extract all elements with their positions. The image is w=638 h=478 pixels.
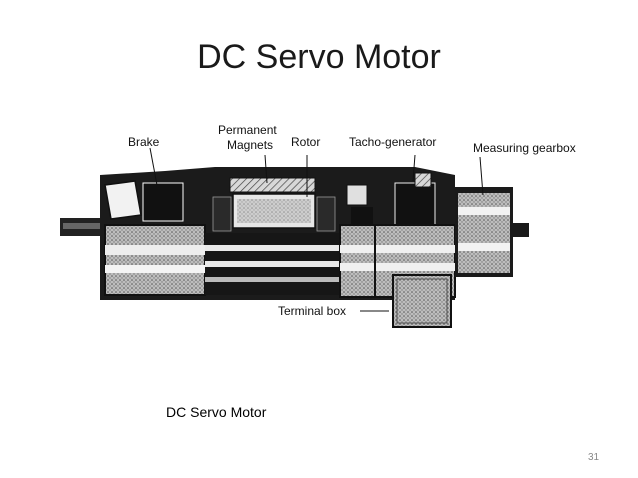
- label-tacho: Tacho-generator: [349, 135, 436, 149]
- page-number: 31: [588, 452, 600, 463]
- label-magnets: Magnets: [227, 138, 273, 152]
- permanent-magnets: [229, 177, 316, 193]
- label-brake: Brake: [128, 135, 160, 149]
- terminal-box: [392, 274, 452, 328]
- motor-diagram: Brake Permanent Magnets Rotor Tacho-gene…: [60, 123, 576, 328]
- slide-title: DC Servo Motor: [197, 38, 441, 76]
- label-permanent: Permanent: [218, 123, 277, 137]
- brake-block: [142, 182, 184, 222]
- slide-caption: DC Servo Motor: [166, 404, 267, 420]
- label-terminal: Terminal box: [278, 304, 346, 318]
- label-gearbox: Measuring gearbox: [473, 141, 576, 155]
- brake-housing: [104, 224, 206, 296]
- label-rotor: Rotor: [291, 135, 320, 149]
